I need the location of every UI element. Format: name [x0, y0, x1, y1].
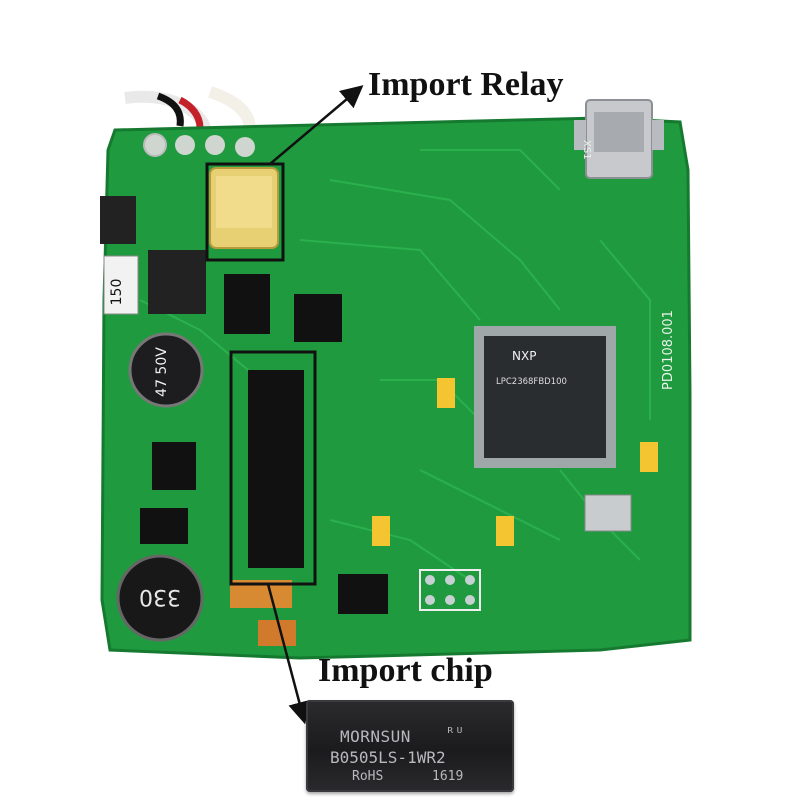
- svg-text:330: 330: [139, 584, 181, 609]
- electrolytic-capacitor: 47 50V: [128, 332, 204, 408]
- chip-part-number: B0505LS-1WR2: [330, 748, 446, 767]
- mcu-chip: NXP LPC2368FBD100: [474, 326, 616, 468]
- mcu-part-text: LPC2368FBD100: [496, 377, 567, 387]
- chip-cert-mark: ᴿᵁ: [446, 724, 465, 742]
- relay-highlight-box: [205, 162, 285, 262]
- usb-label-text: XS1: [581, 140, 592, 160]
- dc-dc-module: [248, 370, 304, 568]
- pcb-holes: [143, 133, 255, 157]
- board-id-text: PD0108.001: [661, 310, 676, 390]
- chip-closeup-photo: [306, 700, 514, 792]
- import-chip-label: Import chip: [318, 652, 493, 689]
- relay-arrow: [269, 85, 364, 165]
- mcu-brand-text: NXP: [512, 349, 536, 363]
- inductor: 330: [116, 554, 204, 642]
- chip-brand-text: MORNSUN: [340, 727, 411, 746]
- chip-rohs-text: RoHS: [352, 769, 384, 784]
- import-relay-label: Import Relay: [368, 66, 564, 103]
- usb-connector: [574, 99, 664, 179]
- pin-header: [419, 569, 481, 611]
- wire-bundle: [124, 86, 256, 131]
- chip-highlight-box: [229, 350, 317, 586]
- svg-text:150: 150: [109, 279, 125, 306]
- smd-components: 150: [100, 196, 658, 646]
- chip-date-code: 1619: [432, 769, 464, 784]
- svg-text:47 50V: 47 50V: [154, 347, 170, 397]
- chip-arrow: [266, 583, 311, 725]
- relay-component: [209, 167, 279, 249]
